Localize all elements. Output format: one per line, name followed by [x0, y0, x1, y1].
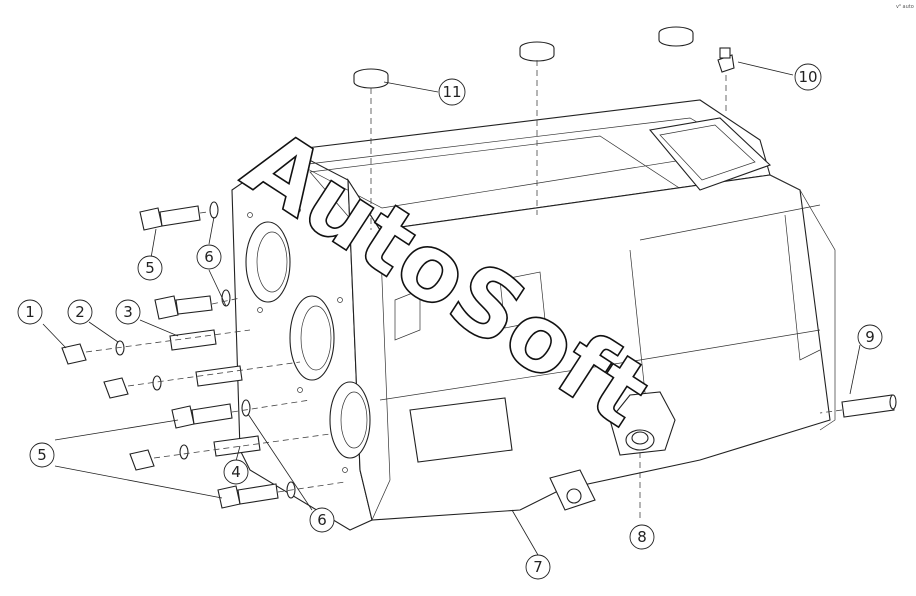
cap-plug-group: [353, 26, 694, 230]
callout-3: 3: [115, 299, 141, 325]
callout-9: 9: [857, 324, 883, 350]
callout-6-upper: 6: [196, 244, 222, 270]
svg-text:9: 9: [865, 328, 875, 346]
corner-mark: v⁰ auto: [896, 4, 914, 10]
drain-plug: [625, 429, 655, 520]
callout-5-lower: 5: [29, 442, 55, 468]
callout-6-lower: 6: [309, 507, 335, 533]
svg-text:7: 7: [533, 558, 543, 576]
svg-text:3: 3: [123, 303, 133, 321]
svg-text:10: 10: [798, 68, 817, 86]
callout-2: 2: [67, 299, 93, 325]
callout-11: 11: [438, 78, 466, 106]
callout-8: 8: [629, 524, 655, 550]
svg-text:5: 5: [145, 259, 155, 277]
callout-7: 7: [525, 554, 551, 580]
stud-bolt: [819, 394, 897, 418]
svg-text:1: 1: [25, 303, 35, 321]
svg-text:11: 11: [442, 83, 461, 101]
svg-text:2: 2: [75, 303, 85, 321]
transmission-housing: [231, 99, 836, 531]
callout-5-upper: 5: [137, 255, 163, 281]
fastener-group: [61, 201, 346, 509]
svg-text:5: 5: [37, 446, 47, 464]
callout-10: 10: [794, 63, 822, 91]
svg-text:6: 6: [204, 248, 214, 266]
svg-text:4: 4: [231, 463, 241, 481]
breather-valve: [717, 47, 735, 115]
callout-1: 1: [17, 299, 43, 325]
callout-4: 4: [223, 459, 249, 485]
svg-text:8: 8: [637, 528, 647, 546]
leader-lines: [42, 61, 861, 556]
svg-text:6: 6: [317, 511, 327, 529]
